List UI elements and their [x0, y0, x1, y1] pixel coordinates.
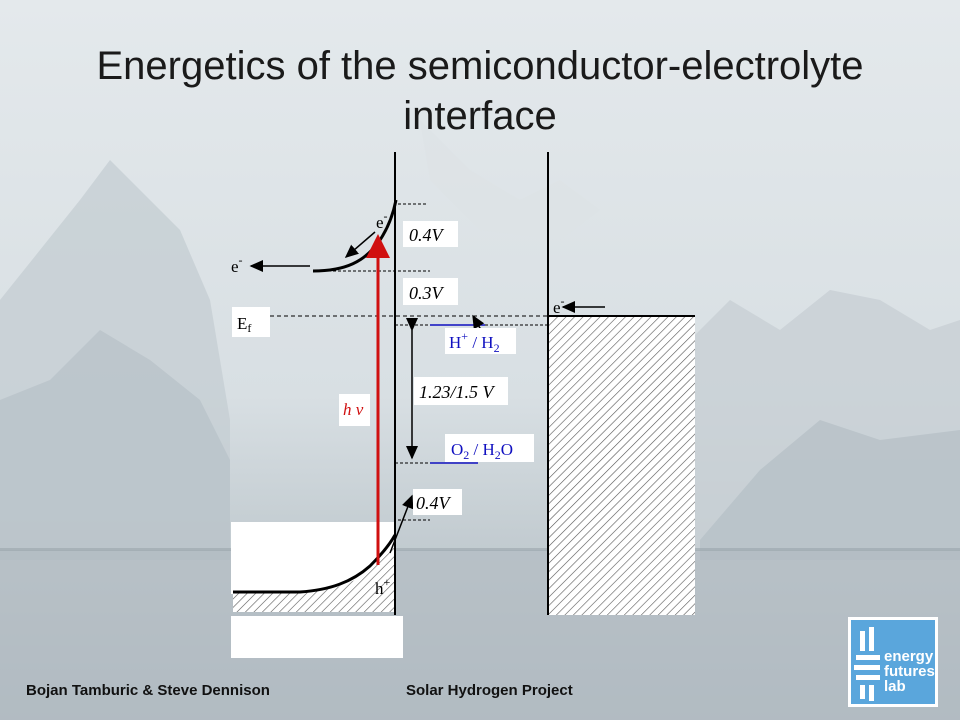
footer-authors: Bojan Tamburic & Steve Dennison [26, 682, 270, 699]
electron-label-top: e- [376, 209, 388, 232]
photon-label: h ν [343, 400, 364, 419]
hole-arrow [389, 494, 414, 554]
hole-label: h+ [375, 575, 391, 598]
logo-text-2: futures [884, 663, 935, 680]
valence-band-fill [233, 540, 395, 612]
electron-label-right: e- [553, 294, 565, 317]
semiconductor-panel-lower [231, 616, 403, 658]
fermi-level-label: Ef [237, 314, 251, 335]
counter-electrode-fill [549, 316, 695, 615]
h-redox-label: H+ / H2 [449, 329, 500, 355]
slide-title-line-2: interface [403, 94, 557, 138]
band-bend-bottom-label: 0.4V [416, 493, 452, 513]
electron-label-left: e- [231, 253, 243, 276]
logo-text-1: energy [884, 648, 934, 665]
electron-drift-arrow [344, 231, 376, 258]
water-potential-label: 1.23/1.5 V [419, 382, 496, 402]
slide-title-line-1: Energetics of the semiconductor-electrol… [96, 44, 864, 88]
logo-text-3: lab [884, 678, 906, 695]
footer-project: Solar Hydrogen Project [406, 682, 573, 699]
o-redox-label: O2 / H2O [451, 440, 513, 462]
energy-futures-lab-logo: energy futures lab [848, 617, 938, 707]
valence-band-curve [233, 534, 397, 594]
offset-voltage-label: 0.3V [409, 283, 445, 303]
band-bend-top-label: 0.4V [409, 225, 445, 245]
